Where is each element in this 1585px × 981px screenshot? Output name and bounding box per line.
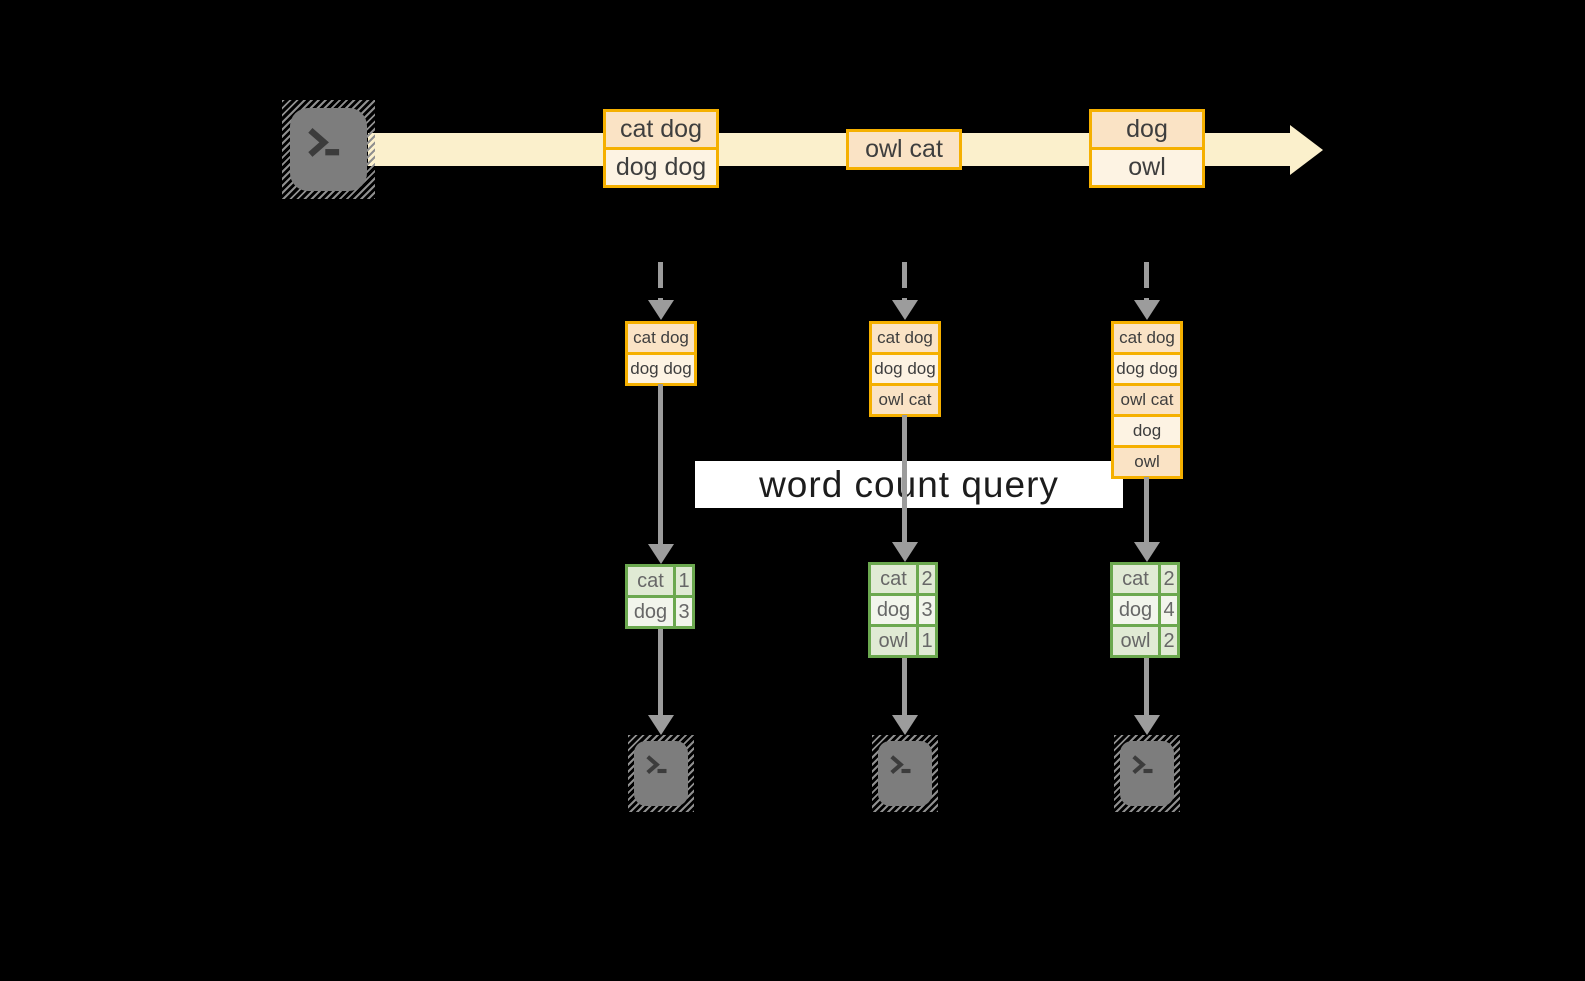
stream-record: dog dog: [606, 147, 716, 185]
terminal-window: [878, 741, 932, 806]
stream-batch-3: dog owl: [1089, 109, 1205, 188]
count-word-cell: dog: [1113, 593, 1158, 624]
input-buffer-1: cat dog dog dog: [625, 321, 697, 386]
input-record: dog dog: [872, 352, 938, 383]
count-word-cell: cat: [871, 565, 916, 593]
ingest-arrow-2: [902, 262, 907, 300]
ingest-arrow-1: [658, 262, 663, 300]
input-record: cat dog: [872, 324, 938, 352]
terminal-window: [634, 741, 688, 806]
input-record: dog: [1114, 414, 1180, 445]
terminal-window: [290, 108, 367, 191]
count-word-cell: cat: [628, 567, 673, 595]
result-arrow-3: [1144, 658, 1149, 715]
count-value-cell: 4: [1158, 593, 1177, 624]
arrow-down-icon: [1134, 300, 1160, 320]
input-record: owl: [1114, 445, 1180, 476]
arrow-down-icon: [648, 544, 674, 564]
result-arrow-2: [902, 658, 907, 715]
count-word-cell: cat: [1113, 565, 1158, 593]
source-terminal-icon: [282, 100, 375, 199]
count-value-cell: 2: [916, 565, 935, 593]
input-buffer-2: cat dog dog dog owl cat: [869, 321, 941, 417]
count-value-cell: 3: [673, 595, 692, 626]
terminal-window: [1120, 741, 1174, 806]
terminal-prompt-glyph: [646, 755, 667, 775]
query-label: word count query: [759, 463, 1059, 505]
stream-record: cat dog: [606, 112, 716, 147]
stream-batch-2: owl cat: [846, 129, 962, 170]
query-arrow-2: [902, 415, 907, 542]
arrow-down-icon: [648, 300, 674, 320]
arrow-down-icon: [648, 715, 674, 735]
output-terminal-icon-3: [1114, 735, 1180, 812]
count-value-cell: 2: [1158, 624, 1177, 655]
input-record: cat dog: [1114, 324, 1180, 352]
arrow-down-icon: [892, 715, 918, 735]
stream-record: owl: [1092, 147, 1202, 185]
count-word-cell: dog: [628, 595, 673, 626]
count-word-cell: dog: [871, 593, 916, 624]
input-buffer-3: cat dog dog dog owl cat dog owl: [1111, 321, 1183, 479]
input-record: cat dog: [628, 324, 694, 352]
arrow-down-icon: [892, 542, 918, 562]
query-arrow-1: [658, 384, 663, 544]
arrow-down-icon: [1134, 542, 1160, 562]
terminal-prompt-glyph: [890, 755, 911, 775]
query-label-band: word count query: [695, 461, 1123, 508]
stream-record: owl cat: [849, 132, 959, 167]
count-value-cell: 2: [1158, 565, 1177, 593]
count-table-2: cat 2 dog 3 owl 1: [868, 562, 938, 658]
terminal-prompt-glyph: [308, 127, 340, 157]
input-record: dog dog: [1114, 352, 1180, 383]
input-record: owl cat: [872, 383, 938, 414]
count-word-cell: owl: [871, 624, 916, 655]
output-terminal-icon-2: [872, 735, 938, 812]
ingest-arrow-3: [1144, 262, 1149, 300]
count-table-1: cat 1 dog 3: [625, 564, 695, 629]
input-record: dog dog: [628, 352, 694, 383]
output-terminal-icon-1: [628, 735, 694, 812]
stream-arrowhead-icon: [1290, 125, 1323, 175]
count-word-cell: owl: [1113, 624, 1158, 655]
terminal-prompt-glyph: [1132, 755, 1153, 775]
count-value-cell: 3: [916, 593, 935, 624]
result-arrow-1: [658, 629, 663, 715]
count-value-cell: 1: [916, 624, 935, 655]
input-record: owl cat: [1114, 383, 1180, 414]
count-table-3: cat 2 dog 4 owl 2: [1110, 562, 1180, 658]
arrow-down-icon: [1134, 715, 1160, 735]
stream-record: dog: [1092, 112, 1202, 147]
count-value-cell: 1: [673, 567, 692, 595]
stream-batch-1: cat dog dog dog: [603, 109, 719, 188]
query-arrow-3: [1144, 477, 1149, 542]
arrow-down-icon: [892, 300, 918, 320]
